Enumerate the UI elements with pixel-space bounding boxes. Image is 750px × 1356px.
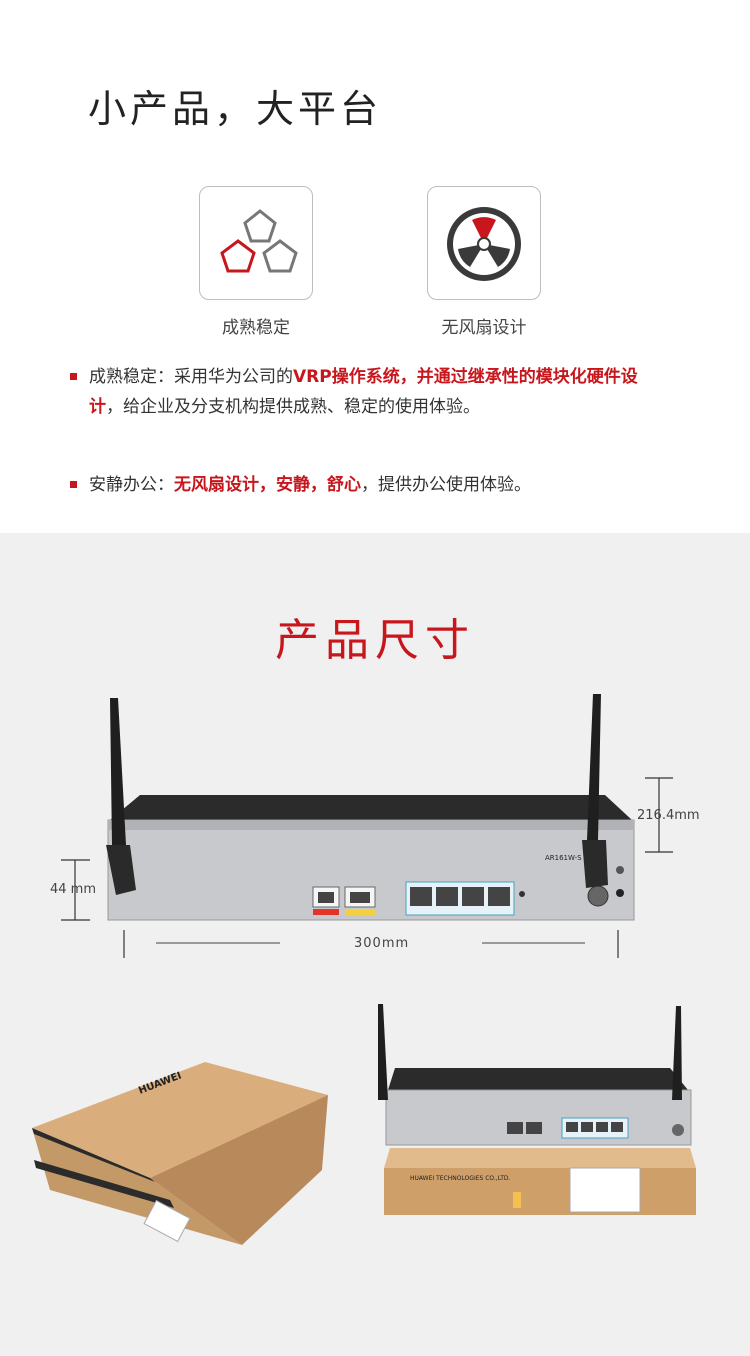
bullet-text: 成熟稳定：采用华为公司的 xyxy=(89,367,293,387)
bullet-highlight: VRP操作系统，并通过继承性的模块化硬件设计 xyxy=(89,367,638,417)
depth-dimension: 216.4mm xyxy=(637,808,700,823)
power-jack xyxy=(587,885,609,907)
left-antenna xyxy=(110,698,126,845)
left-antenna-joint xyxy=(106,845,136,895)
section-title: 产品尺寸 xyxy=(275,615,475,666)
lan-port xyxy=(488,887,510,906)
fanless-label: 无风扇设计 xyxy=(441,318,527,338)
reset-hole xyxy=(519,891,525,897)
features-section: 小产品，大平台 成熟稳定 无风扇设计 成熟稳定：采用华为公司的VRP操作系统，并… xyxy=(0,0,750,533)
left-antenna xyxy=(378,1004,388,1100)
router-on-box-photo: HUAWEI TECHNOLOGIES CO.,LTD. xyxy=(378,1004,696,1215)
bullet-text: ，给企业及分支机构提供成熟、稳定的使用体验。 xyxy=(106,397,480,417)
model-label: AR161W-S xyxy=(545,854,582,862)
headline: 小产品，大平台 xyxy=(88,87,383,131)
stability-feature-card xyxy=(199,186,313,300)
height-dimension: 44 mm xyxy=(50,882,97,897)
bullet-stability: 成熟稳定：采用华为公司的VRP操作系统，并通过继承性的模块化硬件设计，给企业及分… xyxy=(70,362,670,422)
bullet-marker xyxy=(70,481,77,488)
box-top xyxy=(32,1062,328,1178)
pentagons-icon xyxy=(220,209,298,273)
power-switch xyxy=(616,889,624,897)
box-maker: HUAWEI TECHNOLOGIES CO.,LTD. xyxy=(410,1175,511,1182)
product-box-photo: HUAWEI xyxy=(32,1062,328,1245)
dimensions-section xyxy=(0,533,750,1356)
ground-screw xyxy=(616,866,624,874)
lan-port xyxy=(436,887,458,906)
bullet-marker xyxy=(70,373,77,380)
fan-icon xyxy=(447,207,521,281)
bullet-highlight: 无风扇设计，安静，舒心 xyxy=(174,475,361,495)
box-front xyxy=(384,1168,696,1215)
fanless-feature-card xyxy=(427,186,541,300)
lan-port xyxy=(410,887,432,906)
lan-port xyxy=(462,887,484,906)
right-antenna xyxy=(672,1006,682,1100)
bullet-text: ，提供办公使用体验。 xyxy=(361,475,531,495)
right-antenna-joint xyxy=(582,840,608,888)
right-antenna xyxy=(587,694,601,840)
router-top xyxy=(110,795,632,820)
bullet-text: 安静办公： xyxy=(89,475,174,495)
bullet-quiet: 安静办公：无风扇设计，安静，舒心，提供办公使用体验。 xyxy=(70,470,670,500)
router-dimension-drawing: AR161W-S xyxy=(61,694,673,958)
stability-label: 成熟稳定 xyxy=(222,318,290,338)
width-dimension: 300mm xyxy=(354,936,410,951)
